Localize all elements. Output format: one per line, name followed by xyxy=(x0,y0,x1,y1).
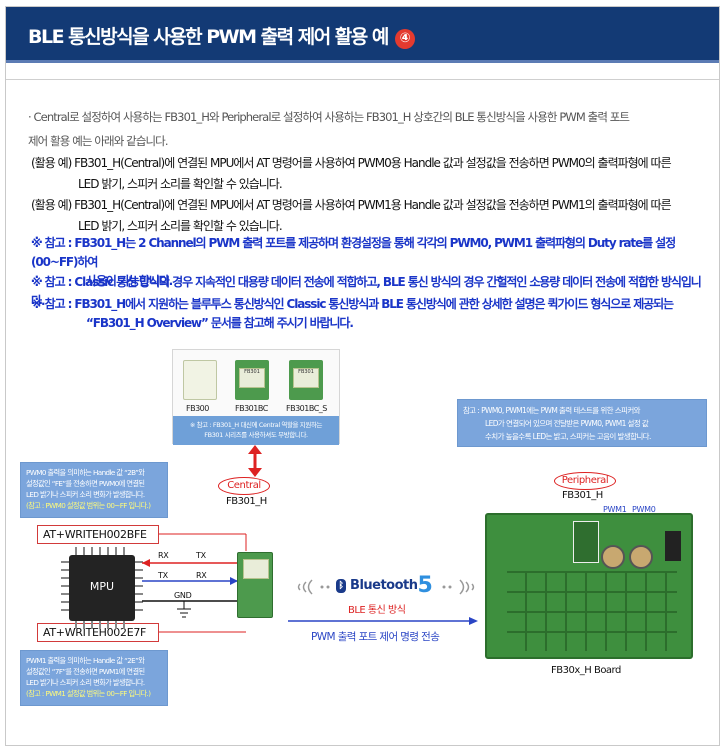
rx-label: RX xyxy=(196,571,207,580)
section-header: BLE 통신방식을 사용한 PWM 출력 제어 활용 예 ④ xyxy=(6,7,719,63)
central-module-image xyxy=(237,552,273,618)
header-connector xyxy=(665,531,681,561)
bluetooth-logo: ᛒ Bluetooth5 xyxy=(336,573,433,598)
divider xyxy=(6,79,719,80)
double-arrow-icon xyxy=(248,445,262,477)
mpu-chip: MPU xyxy=(69,555,135,621)
module-shield xyxy=(243,559,269,579)
pwm-transfer-label: PWM 출력 포트 제어 명령 전송 xyxy=(311,631,440,643)
module-label: FB300 xyxy=(186,404,209,413)
signal-waves-right-icon xyxy=(442,579,475,595)
pwm1-label: PWM1 xyxy=(603,505,627,514)
peripheral-device-name: FB301_H xyxy=(562,490,603,501)
speaker-icon xyxy=(629,545,653,569)
note-1: ※ 참고 : FB301_H는 2 Channel의 PWM 출력 포트를 제공… xyxy=(31,236,676,288)
command-pwm1: AT+WRITEH002E7F xyxy=(37,623,159,642)
pwm0-callout: PWM0 출력을 의미하는 Handle 값 “2B”와 설정값인 “FE”를 … xyxy=(20,462,168,518)
rx-label: RX xyxy=(158,551,169,560)
step-badge: ④ xyxy=(395,29,415,49)
example-1: (활용 예) FB301_H(Central)에 연결된 MPU에서 AT 명령… xyxy=(31,156,672,191)
board-module xyxy=(573,521,599,563)
tx-label: TX xyxy=(158,571,168,580)
module-panel: FB301 FB301 FB300 FB301BC FB301BC_S ※ 참고… xyxy=(172,349,340,445)
signal-lines xyxy=(142,559,238,602)
content-frame: BLE 통신방식을 사용한 PWM 출력 제어 활용 예 ④ · Central… xyxy=(5,6,720,746)
gnd-label: GND xyxy=(174,591,192,600)
board-label: FB30x_H Board xyxy=(551,665,621,676)
button-grid xyxy=(507,571,677,651)
module-fb300-image xyxy=(183,360,217,400)
peripheral-role-label: Peripheral xyxy=(554,472,616,490)
module-fb301bc-image: FB301 xyxy=(235,360,269,400)
tx-label: TX xyxy=(196,551,206,560)
ble-mode-label: BLE 통신 방식 xyxy=(348,605,406,616)
pwm-info-callout: 참고 : PWM0, PWM1에는 PWM 출력 테스트를 위한 스피커와 LE… xyxy=(457,399,707,447)
example-2: (활용 예) FB301_H(Central)에 연결된 MPU에서 AT 명령… xyxy=(31,198,672,233)
mpu-pins-icon xyxy=(61,547,143,629)
note-2: ※ 참고 : Classic 통신 방식의 경우 지속적인 대용량 데이터 전송… xyxy=(31,275,702,308)
central-role-label: Central xyxy=(218,477,270,495)
pwm1-callout: PWM1 출력을 의미하는 Handle 값 “2E”와 설정값인 “7F”를 … xyxy=(20,650,168,706)
speaker-icon xyxy=(601,545,625,569)
pwm0-label: PWM0 xyxy=(632,505,656,514)
module-fb301bc-s-image: FB301 xyxy=(289,360,323,400)
module-label: FB301BC_S xyxy=(286,404,327,413)
note-3: ※ 참고 : FB301_H에서 지원하는 블루투스 통신방식인 Classic… xyxy=(31,297,674,330)
transfer-arrow-icon xyxy=(288,617,478,625)
fb30x-h-board-image xyxy=(485,513,693,659)
intro-paragraph: · Central로 설정하여 사용하는 FB301_H와 Peripheral… xyxy=(28,110,630,148)
bluetooth-icon: ᛒ xyxy=(336,579,346,593)
signal-waves-left-icon xyxy=(297,579,330,595)
central-device-name: FB301_H xyxy=(226,496,267,507)
ground-icon xyxy=(177,601,191,618)
command-pwm0: AT+WRITEH002BFE xyxy=(37,525,159,544)
command-connector-lines xyxy=(159,533,247,633)
page-title: BLE 통신방식을 사용한 PWM 출력 제어 활용 예 ④ xyxy=(28,22,415,49)
module-note: ※ 참고 : FB301_H 대신에 Central 역할을 지원하는 FB30… xyxy=(173,416,339,445)
module-label: FB301BC xyxy=(235,404,268,413)
